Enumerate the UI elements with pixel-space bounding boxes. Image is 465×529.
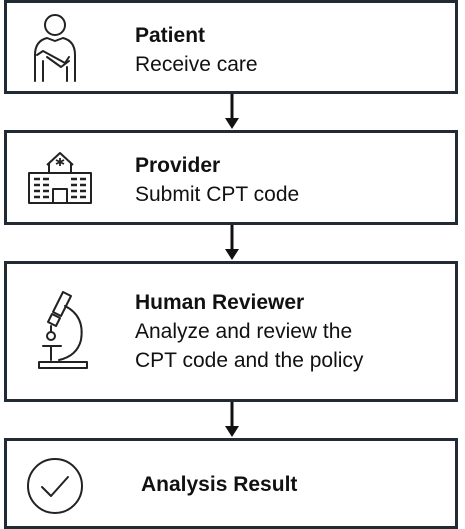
step-title-patient: Patient	[135, 24, 206, 47]
step-description-human-reviewer-line2: CPT code and the policy	[135, 349, 364, 372]
step-description-patient: Receive care	[135, 53, 258, 76]
step-description-provider: Submit CPT code	[135, 183, 300, 206]
flow-arrow-1	[223, 94, 241, 130]
step-provider: Provider Submit CPT code	[4, 130, 458, 225]
step-title-provider: Provider	[135, 154, 221, 177]
step-analysis-result: Analysis Result	[4, 438, 458, 529]
step-patient: Patient Receive care	[4, 0, 458, 94]
hospital-building-icon	[25, 149, 95, 205]
step-human-reviewer: Human Reviewer Analyze and review the CP…	[4, 261, 458, 402]
step-description-human-reviewer-line1: Analyze and review the	[135, 320, 353, 343]
patient-arm-sling-icon	[25, 11, 85, 83]
microscope-icon	[25, 286, 101, 376]
flow-arrow-2	[223, 225, 241, 261]
flow-arrow-3	[223, 402, 241, 438]
checkmark-circle-icon	[25, 456, 85, 516]
step-title-human-reviewer: Human Reviewer	[135, 291, 305, 314]
step-title-analysis-result: Analysis Result	[141, 473, 298, 496]
